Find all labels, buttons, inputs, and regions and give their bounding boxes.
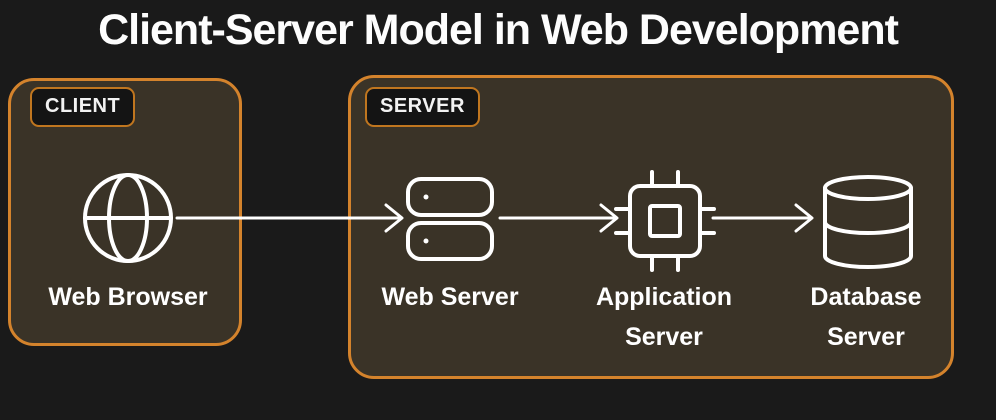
client-group-badge: CLIENT <box>30 87 136 127</box>
web-browser-label: Web Browser <box>48 283 208 311</box>
diagram-title: Client-Server Model in Web Development <box>98 6 899 54</box>
application-server-label: Application Server <box>595 283 733 351</box>
database-server-label: Database Server <box>810 283 922 351</box>
server-group-badge: SERVER <box>365 87 480 127</box>
web-server-label: Web Server <box>381 283 519 311</box>
